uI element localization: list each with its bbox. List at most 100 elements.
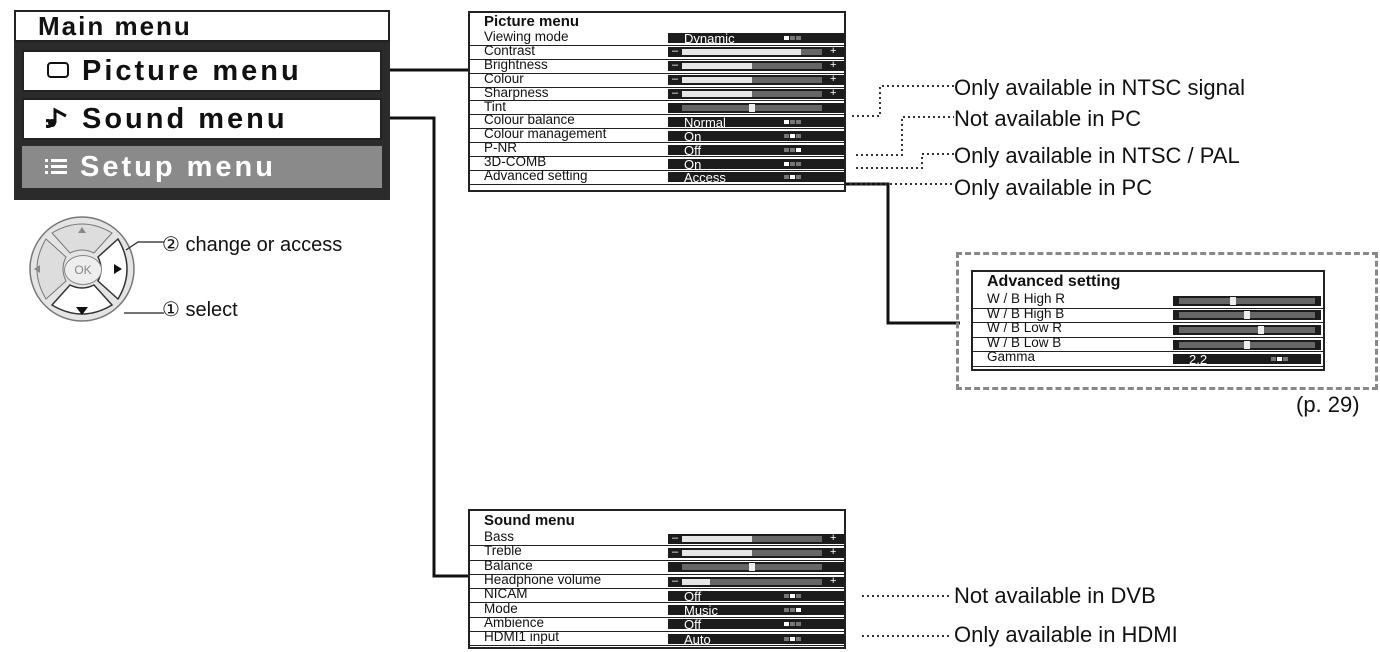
menu-row-value: –+ <box>668 547 844 558</box>
level-bar[interactable] <box>682 578 822 585</box>
menu-row-value: On <box>668 158 844 169</box>
row-divider <box>470 645 844 647</box>
value-text: Off <box>684 590 702 601</box>
select-label: ① select <box>162 299 238 321</box>
menu-row-label: Ambience <box>484 614 545 630</box>
menu-row[interactable]: W / B High R <box>973 291 1323 309</box>
menu-row-label: Brightness <box>484 56 548 72</box>
level-bar[interactable] <box>682 49 822 56</box>
option-indicator <box>784 36 802 41</box>
menu-row-value <box>1173 310 1321 321</box>
menu-row-value: –+ <box>668 75 844 86</box>
menu-row[interactable]: W / B High B <box>973 306 1323 324</box>
menu-row-value: –+ <box>668 533 844 544</box>
level-knob[interactable] <box>749 103 755 112</box>
main-menu-item-sound[interactable]: Sound menu <box>22 98 382 140</box>
level-bar[interactable] <box>1179 311 1315 320</box>
note-ntsc-signal: Only available in NTSC signal <box>954 75 1246 100</box>
menu-row[interactable]: Colour–+ <box>470 71 844 88</box>
level-bar[interactable] <box>1179 296 1315 305</box>
menu-row[interactable]: W / B Low R <box>973 321 1323 338</box>
option-indicator <box>784 175 802 180</box>
row-divider <box>973 322 1323 324</box>
menu-row[interactable]: Brightness–+ <box>470 56 844 74</box>
menu-row[interactable]: Sharpness –+ <box>470 84 844 102</box>
row-divider <box>470 559 844 561</box>
level-bar[interactable] <box>682 563 822 572</box>
plus-sign: + <box>830 61 837 72</box>
value-text: Music <box>684 605 718 616</box>
row-divider <box>470 128 844 130</box>
advanced-setting-frame <box>956 252 1378 390</box>
ok-button[interactable]: OK <box>64 255 102 285</box>
menu-row[interactable]: Headphone volume–+ <box>470 571 844 590</box>
value-text: On <box>684 158 702 169</box>
main-menu-item-setup[interactable]: Setup menu <box>22 146 382 188</box>
picture-icon <box>44 55 72 88</box>
row-divider <box>470 545 844 547</box>
menu-row[interactable]: Balance <box>470 558 844 575</box>
menu-row-value <box>1173 339 1321 350</box>
menu-row-label: Treble <box>484 543 522 559</box>
menu-row-value: On <box>668 130 844 141</box>
value-text: Normal <box>684 116 726 127</box>
level-knob[interactable] <box>749 563 755 572</box>
menu-row-value: Dynamic <box>668 33 844 44</box>
menu-row-value <box>668 102 844 113</box>
menu-row[interactable]: Treble –+ <box>470 543 844 561</box>
plus-sign: + <box>830 547 837 558</box>
menu-row-value: Music <box>668 605 844 616</box>
option-indicator <box>784 119 802 124</box>
level-knob[interactable] <box>1244 311 1250 320</box>
menu-row[interactable]: Contrast–+ <box>470 43 844 60</box>
level-knob[interactable] <box>1257 325 1264 334</box>
row-divider <box>470 142 844 144</box>
option-indicator <box>784 608 802 613</box>
option-indicator <box>784 636 802 641</box>
menu-row[interactable]: Tint <box>470 99 844 116</box>
level-bar[interactable] <box>682 77 822 84</box>
row-divider <box>470 602 844 604</box>
list-icon <box>42 151 70 184</box>
row-divider <box>470 58 844 60</box>
option-indicator <box>1270 357 1288 362</box>
level-bar[interactable] <box>682 535 822 542</box>
remote-pad-diagram: OK ② change or access ① select <box>14 215 394 330</box>
level-bar[interactable] <box>1179 325 1315 334</box>
level-knob[interactable] <box>1244 340 1250 349</box>
level-knob[interactable] <box>1230 296 1237 305</box>
page-reference: (p. 29) <box>1296 392 1360 417</box>
menu-row-value: –+ <box>668 47 844 58</box>
minus-sign: – <box>672 75 679 86</box>
main-menu-item-picture[interactable]: Picture menu <box>22 50 382 92</box>
level-bar[interactable] <box>682 103 822 112</box>
menu-row-label: Headphone volume <box>484 571 602 587</box>
row-divider <box>470 72 844 74</box>
note-icon <box>42 103 72 136</box>
menu-row[interactable]: NICAM Off <box>470 586 844 604</box>
menu-row[interactable]: Bass–+ <box>470 530 844 547</box>
level-bar[interactable] <box>1179 340 1315 349</box>
plus-sign: + <box>830 533 837 544</box>
level-bar[interactable] <box>682 549 822 556</box>
level-bar[interactable] <box>682 63 822 70</box>
menu-row-label: NICAM <box>484 586 528 602</box>
menu-row-value: Auto <box>668 633 844 644</box>
menu-row-label: Sharpness <box>484 84 549 100</box>
menu-row-value: –+ <box>668 89 844 100</box>
menu-row-label: W / B High R <box>987 291 1066 306</box>
value-text: Off <box>684 144 702 155</box>
menu-row[interactable]: W / B Low B <box>973 335 1323 353</box>
level-bar[interactable] <box>682 91 822 98</box>
